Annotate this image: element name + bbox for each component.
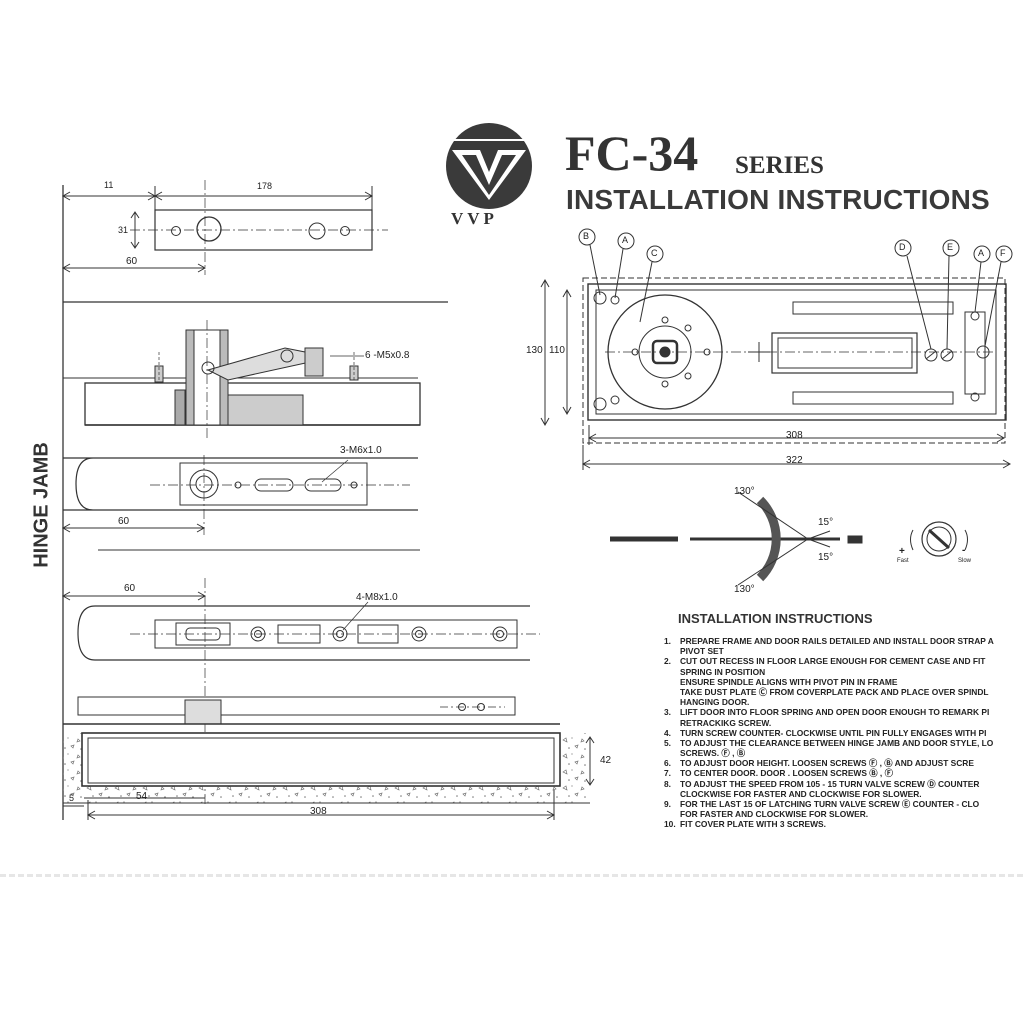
instruction-line: 2. CUT OUT RECESS IN FLOOR LARGE ENOUGH F… <box>664 656 1024 666</box>
instruction-line: PIVOT SET <box>664 646 1024 656</box>
instruction-line: CLOCKWISE FOR FASTER AND CLOCKWISE FOR S… <box>664 789 1024 799</box>
instruction-number: 4. <box>664 727 671 738</box>
instruction-number: 10. <box>664 819 676 830</box>
callout-a: A <box>622 235 629 245</box>
instruction-line: 4. TURN SCREW COUNTER- CLOCKWISE UNTIL PI… <box>664 728 1024 738</box>
dim-label: 308 <box>310 806 327 817</box>
instruction-text: FOR THE LAST 15 OF LATCHING TURN VALVE S… <box>680 799 980 809</box>
door-rail-view-2 <box>61 578 540 805</box>
instructions-list: 1. PREPARE FRAME AND DOOR RAILS DETAILED … <box>664 636 1024 830</box>
instruction-text: RETRACKIKG SCREW. <box>680 717 772 728</box>
instruction-line: FOR FASTER AND CLOCKWISE FOR SLOWER. <box>664 809 1024 819</box>
dim-label: 31 <box>118 225 129 235</box>
instruction-text: PREPARE FRAME AND DOOR RAILS DETAILED AN… <box>680 636 994 646</box>
instruction-text: CLOCKWISE FOR FASTER AND CLOCKWISE FOR S… <box>680 788 922 799</box>
instruction-line: SPRING IN POSITION <box>664 667 1024 677</box>
instruction-text: FIT COVER PLATE WITH 3 SCREWS. <box>680 819 826 830</box>
instruction-line: 10. FIT COVER PLATE WITH 3 SCREWS. <box>664 819 1024 829</box>
dim-label: 5 <box>69 793 75 803</box>
instruction-number: 9. <box>664 799 671 809</box>
dim-label: 110 <box>549 345 565 356</box>
instruction-line: 8. TO ADJUST THE SPEED FROM 105 - 15 TURN… <box>664 779 1024 789</box>
instruction-text: TO CENTER DOOR. DOOR . LOOSEN SCREWS Ⓑ ,… <box>680 768 893 779</box>
instruction-number: 2. <box>664 656 671 667</box>
angle-label: 130° <box>734 584 755 595</box>
instruction-line: RETRACKIKG SCREW. <box>664 718 1024 728</box>
instruction-line: 9. FOR THE LAST 15 OF LATCHING TURN VALVE… <box>664 799 1024 809</box>
vvp-logo <box>446 123 532 209</box>
fast-label: Fast <box>897 558 909 564</box>
instruction-line: ENSURE SPINDLE ALIGNS WITH PIVOT PIN IN … <box>664 677 1024 687</box>
instruction-number: 3. <box>664 707 671 718</box>
divider <box>0 874 1024 877</box>
instruction-line: 7. TO CENTER DOOR. DOOR . LOOSEN SCREWS Ⓑ… <box>664 768 1024 778</box>
plan-view <box>540 277 1012 470</box>
dim-label: 130 <box>526 345 543 356</box>
instructions-title: INSTALLATION INSTRUCTIONS <box>678 611 873 626</box>
instruction-text: FOR FASTER AND CLOCKWISE FOR SLOWER. <box>680 809 869 820</box>
instruction-line: HANGING DOOR. <box>664 697 1024 707</box>
instruction-number: 6. <box>664 758 671 769</box>
callout-f: F <box>1000 248 1006 258</box>
callout-e: E <box>947 242 954 252</box>
instruction-text: TO ADJUST THE CLEARANCE BETWEEN HINGE JA… <box>680 737 994 748</box>
dim-label: 11 <box>104 180 114 190</box>
callout-a: A <box>978 248 985 258</box>
instruction-text: SPRING IN POSITION <box>680 666 766 677</box>
top-strap-view <box>61 180 388 275</box>
door-rail-view-1 <box>61 455 420 551</box>
dim-label: 42 <box>600 755 612 766</box>
instruction-number: 7. <box>664 768 671 779</box>
section-view <box>63 301 448 440</box>
part-callouts <box>578 228 1013 350</box>
instruction-text: PIVOT SET <box>680 646 724 657</box>
angle-label: 15° <box>818 517 834 528</box>
page-title: INSTALLATION INSTRUCTIONS <box>566 184 990 215</box>
dim-label: 60 <box>124 583 136 594</box>
model-title: FC-34 <box>565 125 699 181</box>
screw-callout: 6 -M5x0.8 <box>365 350 410 361</box>
instruction-text: SCREWS. Ⓕ , Ⓑ <box>680 748 746 759</box>
instruction-number: 5. <box>664 737 671 748</box>
dim-label: 54 <box>136 791 148 802</box>
floor-case-section <box>63 696 595 820</box>
plus-sign: + <box>899 546 905 557</box>
instruction-text: TURN SCREW COUNTER- CLOCKWISE UNTIL PIN … <box>680 727 987 738</box>
dim-label: 60 <box>118 516 130 527</box>
callout-b: B <box>583 231 590 241</box>
dim-label: 322 <box>786 455 803 466</box>
minus-sign: - <box>962 545 966 556</box>
instruction-line: 5. TO ADJUST THE CLEARANCE BETWEEN HINGE … <box>664 738 1024 748</box>
instruction-text: LIFT DOOR INTO FLOOR SPRING AND OPEN DOO… <box>680 707 990 718</box>
callout-d: D <box>899 242 906 252</box>
screw-callout: 3-M6x1.0 <box>340 445 382 456</box>
instruction-number: 1. <box>664 636 671 646</box>
instruction-text: TAKE DUST PLATE Ⓒ FROM COVERPLATE PACK A… <box>680 686 989 697</box>
instruction-line: SCREWS. Ⓕ , Ⓑ <box>664 748 1024 758</box>
instruction-line: 3. LIFT DOOR INTO FLOOR SPRING AND OPEN D… <box>664 707 1024 717</box>
instruction-text: CUT OUT RECESS IN FLOOR LARGE ENOUGH FOR… <box>680 656 986 667</box>
dim-label: 308 <box>786 430 803 441</box>
series-label: SERIES <box>735 152 824 179</box>
instruction-line: 6. TO ADJUST DOOR HEIGHT. LOOSEN SCREWS Ⓕ… <box>664 758 1024 768</box>
dim-label: 60 <box>126 256 138 267</box>
instruction-line: TAKE DUST PLATE Ⓒ FROM COVERPLATE PACK A… <box>664 687 1024 697</box>
hinge-jamb-label: HINGE JAMB <box>30 442 53 568</box>
screw-callout: 4-M8x1.0 <box>356 592 398 603</box>
slow-label: Slow <box>958 558 972 564</box>
brand-name: VVP <box>451 209 498 228</box>
instruction-text: ENSURE SPINDLE ALIGNS WITH PIVOT PIN IN … <box>680 676 898 687</box>
instruction-text: TO ADJUST THE SPEED FROM 105 - 15 TURN V… <box>680 778 980 789</box>
angle-label: 15° <box>818 552 834 563</box>
instruction-line: 1. PREPARE FRAME AND DOOR RAILS DETAILED … <box>664 636 1024 646</box>
callout-c: C <box>651 248 658 258</box>
instruction-number: 8. <box>664 778 671 789</box>
dim-label: 178 <box>257 181 273 191</box>
angle-label: 130° <box>734 486 755 497</box>
swing-diagram <box>610 491 968 586</box>
instruction-text: TO ADJUST DOOR HEIGHT. LOOSEN SCREWS Ⓕ ,… <box>680 758 974 769</box>
instruction-text: HANGING DOOR. <box>680 697 750 708</box>
